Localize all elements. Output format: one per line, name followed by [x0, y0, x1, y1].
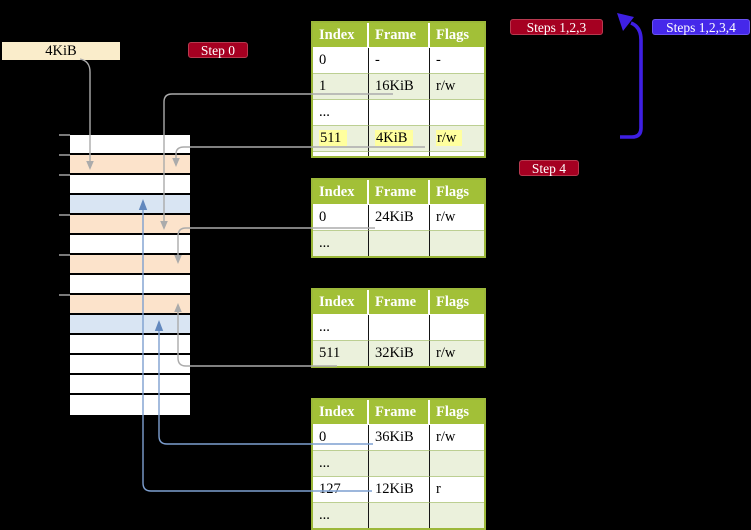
table-cell: r/w	[430, 341, 484, 366]
table-cell: ...	[313, 231, 369, 256]
column-header: Frame	[369, 400, 430, 425]
table-cell: 16KiB	[369, 74, 430, 100]
table-cell	[369, 451, 430, 477]
physical-memory-column	[70, 135, 190, 415]
table-cell: r	[430, 477, 484, 503]
table-cell: ...	[313, 100, 369, 126]
highlighted-cell-text: r/w	[436, 130, 463, 146]
memory-frame-row-free	[70, 275, 190, 295]
table-cell	[369, 315, 430, 341]
table-cell	[369, 231, 430, 256]
table-cell	[430, 100, 484, 126]
table-cell	[430, 503, 484, 528]
column-header: Index	[313, 400, 369, 425]
table-cell	[369, 503, 430, 528]
table-cell: 127	[313, 477, 369, 503]
column-header: Frame	[369, 290, 430, 315]
table-row: ...	[313, 231, 484, 256]
memory-frame-row-free	[70, 135, 190, 155]
table-cell: 4KiB	[369, 126, 430, 152]
column-header: Index	[313, 290, 369, 315]
table-cell	[430, 315, 484, 341]
table-cell: ...	[313, 503, 369, 528]
table-cell: r/w	[430, 74, 484, 100]
table-cell: -	[430, 48, 484, 74]
table-cell: 36KiB	[369, 425, 430, 451]
table-cell: ...	[313, 451, 369, 477]
memory-frame-row-pagetable	[70, 295, 190, 315]
table-cell	[369, 100, 430, 126]
memory-frame-row-free	[70, 235, 190, 255]
column-header: Index	[313, 180, 369, 205]
address-tick-marks	[59, 134, 70, 296]
memory-frame-row-pagetable	[70, 155, 190, 175]
table-cell: 511	[313, 126, 369, 152]
table-cell	[313, 152, 369, 156]
steps123-badge: Steps 1,2,3	[510, 19, 603, 35]
table-cell: 0	[313, 425, 369, 451]
highlighted-cell-text: 4KiB	[375, 130, 414, 146]
frame-size-label: 4KiB	[2, 42, 120, 60]
table-row: 0--	[313, 48, 484, 74]
table-row: ...	[313, 100, 484, 126]
table-row: 511 4KiB r/w	[313, 126, 484, 152]
table-cell: -	[369, 48, 430, 74]
column-header: Flags	[430, 400, 484, 425]
table-cell	[430, 231, 484, 256]
memory-frame-row-free	[70, 395, 190, 415]
table-cell: ...	[313, 315, 369, 341]
table-cell: r/w	[430, 205, 484, 231]
table-row: ...	[313, 315, 484, 341]
table-cell: r/w	[430, 126, 484, 152]
step0-badge: Step 0	[188, 42, 248, 58]
steps1234-badge: Steps 1,2,3,4	[652, 19, 750, 35]
column-header: Frame	[369, 180, 430, 205]
memory-frame-row-datapage	[70, 315, 190, 335]
column-header: Flags	[430, 180, 484, 205]
translation-loop-arrow	[617, 13, 643, 139]
memory-frame-row-free	[70, 375, 190, 395]
table-cell: 511	[313, 341, 369, 366]
table-row: ...	[313, 451, 484, 477]
memory-frame-row-free	[70, 355, 190, 375]
table-cell	[430, 451, 484, 477]
table-cell: 1	[313, 74, 369, 100]
column-header: Flags	[430, 23, 484, 48]
memory-frame-row-pagetable	[70, 215, 190, 235]
column-header: Index	[313, 23, 369, 48]
table-cell	[369, 152, 430, 156]
column-header: Flags	[430, 290, 484, 315]
step4-badge: Step 4	[519, 160, 579, 176]
memory-frame-row-pagetable	[70, 255, 190, 275]
column-header: Frame	[369, 23, 430, 48]
highlighted-cell-text: 511	[319, 130, 348, 146]
clipped-partial-row	[313, 152, 484, 156]
memory-frame-row-datapage	[70, 195, 190, 215]
table-cell: 0	[313, 205, 369, 231]
table-row: ...	[313, 503, 484, 528]
memory-frame-row-free	[70, 335, 190, 355]
table-cell	[430, 152, 484, 156]
table-cell: 0	[313, 48, 369, 74]
table-cell: 24KiB	[369, 205, 430, 231]
table-cell: r/w	[430, 425, 484, 451]
table-cell: 12KiB	[369, 477, 430, 503]
table-cell: 32KiB	[369, 341, 430, 366]
memory-frame-row-free	[70, 175, 190, 195]
